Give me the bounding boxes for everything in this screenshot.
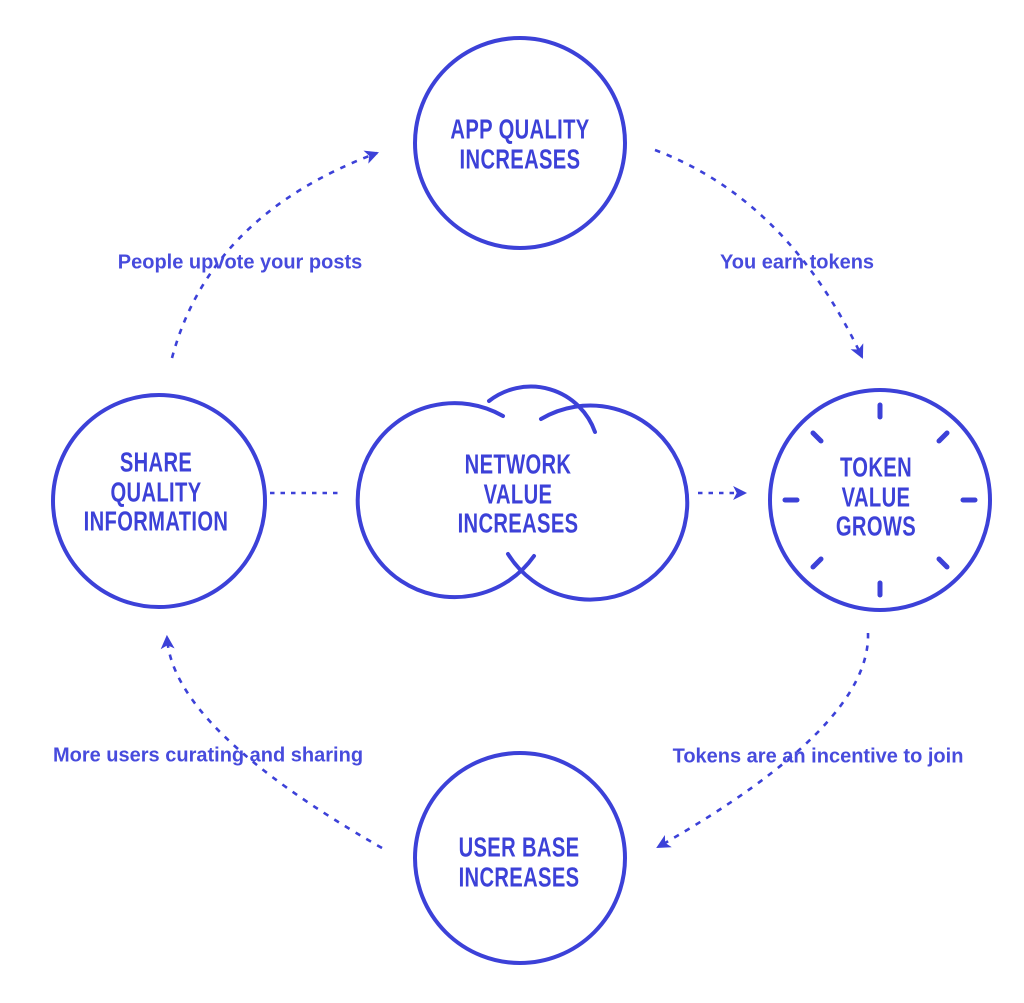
clock-tick bbox=[810, 430, 824, 444]
cloud-right-arc bbox=[506, 403, 690, 602]
node-cloud-network-value bbox=[355, 384, 690, 602]
node-label-token-value: TOKEN VALUE GROWS bbox=[835, 451, 917, 542]
edge-user-to-share-arrow bbox=[160, 634, 383, 850]
edge-share-to-app-arrow bbox=[170, 150, 379, 359]
edge-label-earn-tokens: You earn tokens bbox=[719, 251, 875, 274]
edge-app-to-token-arrow bbox=[654, 148, 864, 359]
node-label-network-value: NETWORK VALUE INCREASES bbox=[457, 448, 579, 539]
node-label-share-quality: SHARE QUALITY INFORMATION bbox=[83, 446, 229, 537]
cloud-left-arc bbox=[355, 401, 536, 600]
node-circle-app-quality bbox=[413, 36, 627, 250]
clock-tick bbox=[936, 556, 950, 570]
clock-tick bbox=[936, 430, 950, 444]
clock-tick bbox=[810, 556, 824, 570]
edge-label-users-curating: More users curating and sharing bbox=[52, 744, 364, 767]
clock-ticks-icon bbox=[782, 402, 978, 598]
node-circle-token-value bbox=[768, 388, 992, 612]
node-label-app-quality: APP QUALITY INCREASES bbox=[450, 113, 590, 174]
node-circle-user-base bbox=[413, 751, 627, 965]
node-circle-share-quality bbox=[51, 393, 267, 609]
edge-label-people-upvote: People upvote your posts bbox=[117, 251, 363, 274]
cloud-top-arc bbox=[487, 384, 597, 434]
edge-token-to-user-arrow bbox=[656, 632, 870, 849]
node-label-user-base: USER BASE INCREASES bbox=[458, 831, 580, 892]
edge-label-incentive-join: Tokens are an incentive to join bbox=[672, 745, 964, 768]
clock-face-icon bbox=[768, 388, 992, 612]
diagram-edges bbox=[160, 148, 870, 850]
